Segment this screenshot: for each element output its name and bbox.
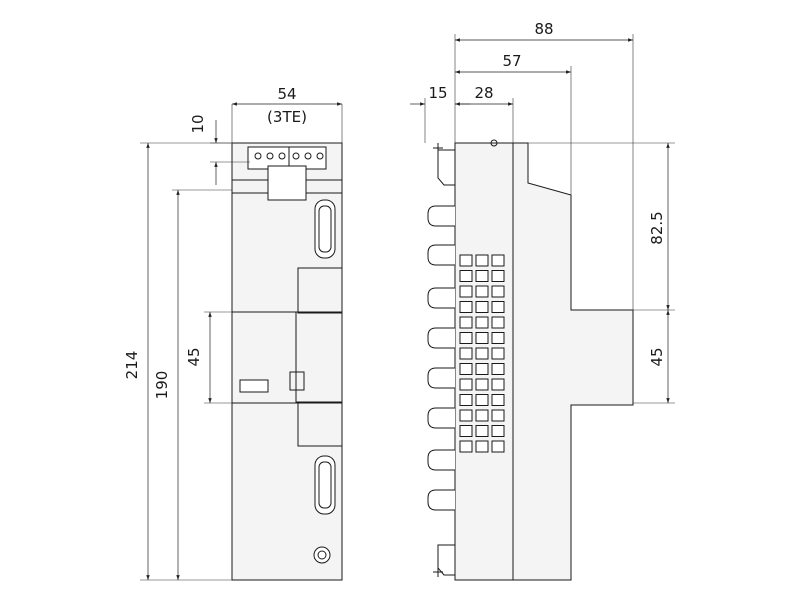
vent-cell	[491, 440, 505, 453]
vent-cell	[491, 409, 505, 422]
clip-tab	[427, 205, 455, 227]
vent-cell	[491, 332, 505, 344]
vent-cell	[475, 316, 489, 329]
vent-cell	[475, 409, 489, 422]
vent-cell	[459, 425, 473, 437]
vent-cell	[459, 301, 473, 313]
vent-cell	[459, 285, 473, 298]
clip-tab	[427, 407, 455, 429]
side-view	[427, 139, 634, 581]
vent-cell	[459, 440, 473, 453]
dimension-labels: 54 (3TE) 10 214 190 45 88 57 28 15 82.5 …	[123, 20, 666, 399]
vent-cell	[491, 425, 505, 437]
vent-cell	[475, 270, 489, 282]
dim-label-45-front: 45	[185, 347, 203, 366]
vent-cell	[491, 285, 505, 298]
vent-cell	[491, 301, 505, 313]
vent-cell	[459, 332, 473, 344]
vent-cell	[475, 425, 489, 437]
vent-cell	[475, 332, 489, 344]
front-upper-slot	[314, 199, 336, 259]
dim-label-54: 54	[277, 85, 296, 103]
front-lower-slot	[314, 455, 336, 515]
vent-cell	[491, 363, 505, 375]
front-round-connector	[313, 546, 331, 564]
vent-cell	[475, 347, 489, 360]
vent-cell	[491, 347, 505, 360]
side-bottom-clip	[437, 544, 456, 576]
vent-cell	[475, 285, 489, 298]
vent-cell	[459, 254, 473, 267]
side-vent-grille	[459, 254, 505, 453]
side-profile	[512, 142, 634, 581]
side-main-body	[454, 142, 514, 581]
vent-cell	[459, 347, 473, 360]
front-terminal-screws	[254, 152, 324, 160]
dim-label-3te: (3TE)	[267, 108, 307, 126]
vent-cell	[459, 409, 473, 422]
vent-cell	[475, 440, 489, 453]
vent-cell	[491, 254, 505, 267]
dim-label-57: 57	[502, 52, 521, 70]
clip-tab	[427, 244, 455, 266]
side-clip-tabs	[427, 205, 455, 511]
dim-label-15: 15	[428, 84, 447, 102]
dim-label-28: 28	[474, 84, 493, 102]
vent-cell	[459, 394, 473, 406]
vent-cell	[459, 316, 473, 329]
dim-label-190: 190	[153, 371, 171, 400]
clip-tab	[427, 489, 455, 511]
dimension-lines	[140, 34, 675, 581]
vent-cell	[475, 301, 489, 313]
front-label-window	[239, 379, 269, 393]
vent-cell	[475, 378, 489, 391]
clip-tab	[427, 449, 455, 471]
front-view	[231, 142, 343, 581]
vent-cell	[491, 316, 505, 329]
dim-label-10: 10	[189, 114, 207, 133]
clip-tab	[427, 327, 455, 349]
vent-cell	[475, 363, 489, 375]
vent-cell	[459, 363, 473, 375]
vent-cell	[475, 394, 489, 406]
vent-cell	[491, 378, 505, 391]
dim-label-214: 214	[123, 351, 141, 380]
clip-tab	[427, 287, 455, 309]
vent-cell	[491, 270, 505, 282]
dim-label-88: 88	[534, 20, 553, 38]
vent-cell	[459, 378, 473, 391]
front-plug	[267, 165, 307, 201]
side-top-clip	[437, 149, 456, 186]
vent-cell	[491, 394, 505, 406]
dim-label-45-side: 45	[648, 347, 666, 366]
dim-label-82-5: 82.5	[648, 211, 666, 244]
vent-cell	[475, 254, 489, 267]
vent-cell	[459, 270, 473, 282]
clip-tab	[427, 367, 455, 389]
